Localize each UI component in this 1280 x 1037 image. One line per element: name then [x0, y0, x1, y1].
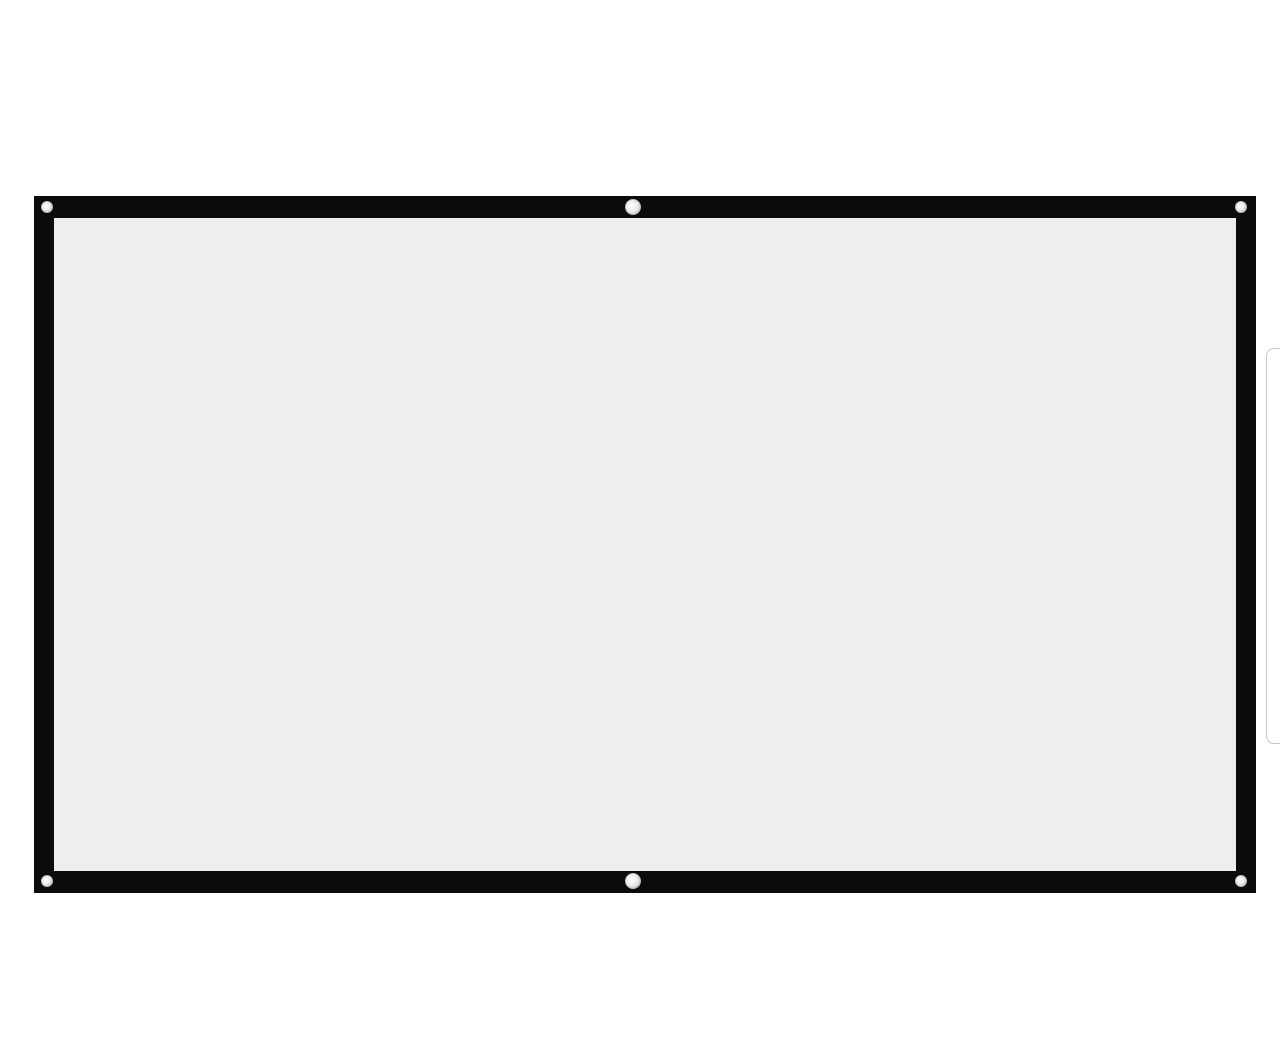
grommet-top-right: [1235, 201, 1247, 213]
grommet-top-center: [625, 199, 641, 215]
grommet-bottom-center: [625, 873, 641, 889]
grommet-top-left: [41, 201, 53, 213]
grommet-bottom-right: [1235, 875, 1247, 887]
projector-screen-surface: [54, 218, 1236, 871]
projector-screen-border: [34, 196, 1256, 893]
grommet-bottom-left: [41, 875, 53, 887]
side-panel-edge[interactable]: [1266, 348, 1280, 744]
